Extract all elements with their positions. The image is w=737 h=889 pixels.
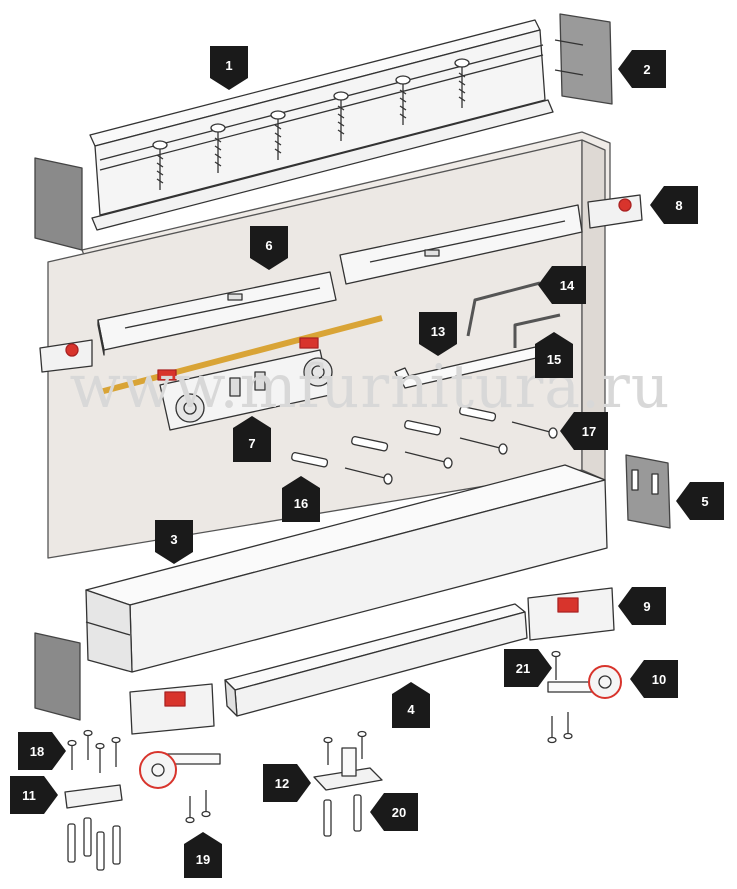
- callout-number: 12: [274, 775, 290, 791]
- callout-2: 2: [618, 50, 666, 88]
- callout-number: 7: [248, 435, 256, 451]
- callout-20: 20: [370, 793, 418, 831]
- bottom-guide-9: [527, 587, 615, 641]
- callout-pointer-shape: [535, 332, 573, 378]
- callout-9: 9: [618, 587, 666, 625]
- stopper-8: [587, 194, 643, 229]
- callout-pointer-shape: [263, 764, 311, 802]
- callout-number: 13: [430, 323, 446, 339]
- callout-14: 14: [538, 266, 586, 304]
- callout-number: 4: [407, 701, 415, 717]
- screw-21: [551, 650, 561, 680]
- callout-pointer-shape: [676, 482, 724, 520]
- callout-number: 2: [643, 61, 651, 77]
- callout-1: 1: [210, 46, 248, 90]
- callout-number: 3: [170, 531, 178, 547]
- floor-guide-12: [313, 747, 383, 791]
- lower-end-cap-left: [34, 632, 81, 721]
- callout-number: 19: [195, 851, 211, 867]
- hex-key-14: [466, 281, 541, 337]
- callout-7: 7: [233, 416, 271, 462]
- guide-profile-4: [224, 603, 528, 717]
- connecting-rod: [99, 315, 383, 395]
- trolley-carriage: [157, 337, 333, 431]
- rail-screws: [152, 58, 470, 190]
- upper-track-rail: [89, 19, 554, 231]
- callout-pointer-shape: [282, 476, 320, 522]
- wall-plugs-16: [291, 405, 497, 468]
- soft-close-damper-left: [97, 271, 337, 356]
- callout-5: 5: [676, 482, 724, 520]
- stopper-left: [39, 339, 93, 373]
- floor-guide-11: [64, 784, 123, 809]
- callout-pointer-shape: [618, 587, 666, 625]
- callout-number: 11: [22, 787, 36, 803]
- callout-12: 12: [263, 764, 311, 802]
- lower-track-rail: [85, 464, 608, 673]
- screws-19: [185, 790, 211, 824]
- callout-pointer-shape: [210, 46, 248, 90]
- callout-15: 15: [535, 332, 573, 378]
- plugs-bottom-left: [67, 817, 121, 871]
- callout-number: 17: [581, 423, 597, 439]
- callout-pointer-shape: [504, 649, 552, 687]
- callout-number: 15: [546, 351, 562, 367]
- callout-pointer-shape: [419, 312, 457, 356]
- callout-10: 10: [630, 660, 678, 698]
- wrench-13: [394, 345, 546, 389]
- callout-pointer-shape: [560, 412, 608, 450]
- callout-number: 1: [225, 57, 233, 73]
- callout-number: 16: [293, 495, 309, 511]
- screws-10: [547, 712, 573, 744]
- wheel-bracket-10: [547, 665, 622, 699]
- screws-12: [323, 730, 367, 765]
- callout-pointer-shape: [155, 520, 193, 564]
- callout-pointer-shape: [10, 776, 58, 814]
- callout-pointer-shape: [392, 682, 430, 728]
- callout-18: 18: [18, 732, 66, 770]
- callout-pointer-shape: [618, 50, 666, 88]
- callout-number: 20: [391, 804, 407, 820]
- callout-8: 8: [650, 186, 698, 224]
- end-cap-5: [625, 454, 671, 529]
- callout-number: 21: [515, 660, 531, 676]
- callout-17: 17: [560, 412, 608, 450]
- callout-number: 10: [651, 671, 667, 687]
- hex-key-15: [513, 313, 561, 348]
- callout-number: 5: [701, 493, 709, 509]
- upper-end-cap-left: [34, 157, 83, 251]
- callout-pointer-shape: [538, 266, 586, 304]
- callout-number: 14: [559, 277, 575, 293]
- callout-4: 4: [392, 682, 430, 728]
- callout-13: 13: [419, 312, 457, 356]
- callout-19: 19: [184, 832, 222, 878]
- callout-pointer-shape: [650, 186, 698, 224]
- callout-pointer-shape: [184, 832, 222, 878]
- wheel-bracket-left: [139, 751, 221, 789]
- callout-number: 8: [675, 197, 683, 213]
- callout-pointer-shape: [18, 732, 66, 770]
- plugs-20: [323, 794, 362, 837]
- screws-18: [67, 729, 121, 773]
- callout-21: 21: [504, 649, 552, 687]
- callout-6: 6: [250, 226, 288, 270]
- callout-pointer-shape: [250, 226, 288, 270]
- callout-number: 18: [29, 743, 45, 759]
- callout-number: 9: [643, 598, 651, 614]
- callout-number: 6: [265, 237, 273, 253]
- bottom-guide-left: [129, 683, 215, 735]
- callout-3: 3: [155, 520, 193, 564]
- end-cap-2: [554, 13, 613, 105]
- callout-pointer-shape: [630, 660, 678, 698]
- callout-16: 16: [282, 476, 320, 522]
- callout-pointer-shape: [370, 793, 418, 831]
- soft-close-damper-right: [339, 204, 583, 285]
- callout-pointer-shape: [233, 416, 271, 462]
- callout-11: 11: [10, 776, 58, 814]
- wood-screws-17: [344, 421, 558, 485]
